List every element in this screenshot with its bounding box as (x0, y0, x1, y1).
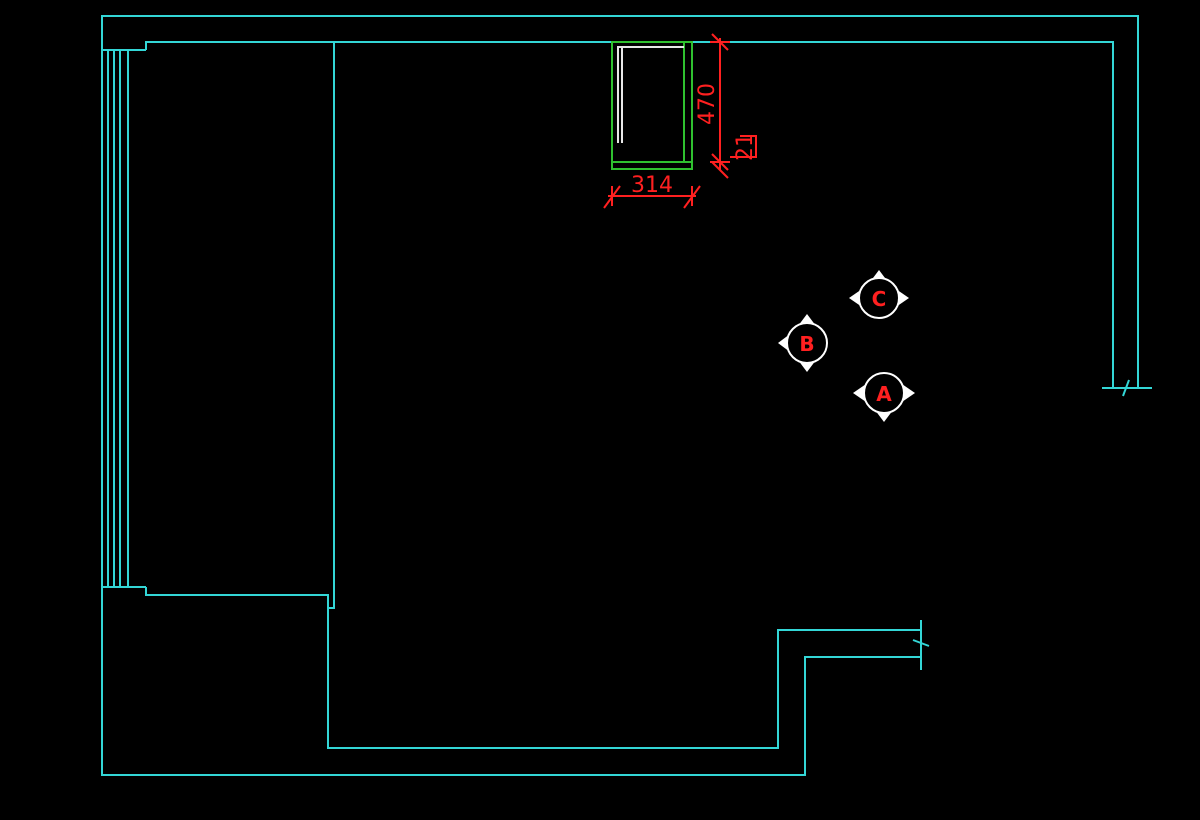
dimension-height: 470 21 (695, 33, 758, 179)
cabinet (611, 41, 693, 170)
dimension-offset-label: 21 (733, 133, 758, 161)
partition-wall (328, 42, 335, 609)
cabinet-outline (611, 41, 693, 170)
marker-a-circle (863, 372, 905, 414)
outer-wall-bottom (101, 587, 922, 776)
break-slash-right (1122, 379, 1130, 397)
outer-wall-top-right (101, 15, 1139, 388)
inner-wall-top-right (145, 41, 1114, 388)
view-marker-b: B (778, 314, 828, 372)
view-marker-c: C (849, 270, 909, 319)
marker-c-circle (858, 277, 900, 319)
marker-b-label: B (799, 332, 814, 356)
dimension-width: 314 (603, 173, 701, 209)
window-left (101, 50, 129, 587)
marker-a-label: A (876, 382, 892, 406)
marker-c-label: C (872, 287, 887, 311)
dimension-width-label: 314 (631, 173, 673, 198)
inner-wall-bottom (145, 587, 922, 749)
dimension-height-label: 470 (695, 83, 720, 125)
view-marker-a: A (853, 372, 915, 422)
marker-b-circle (786, 322, 828, 364)
cabinet-inner-panel (617, 46, 684, 143)
break-slash-bottom (912, 639, 930, 647)
dimension-offset-leader (730, 135, 757, 158)
walls (101, 15, 1152, 776)
